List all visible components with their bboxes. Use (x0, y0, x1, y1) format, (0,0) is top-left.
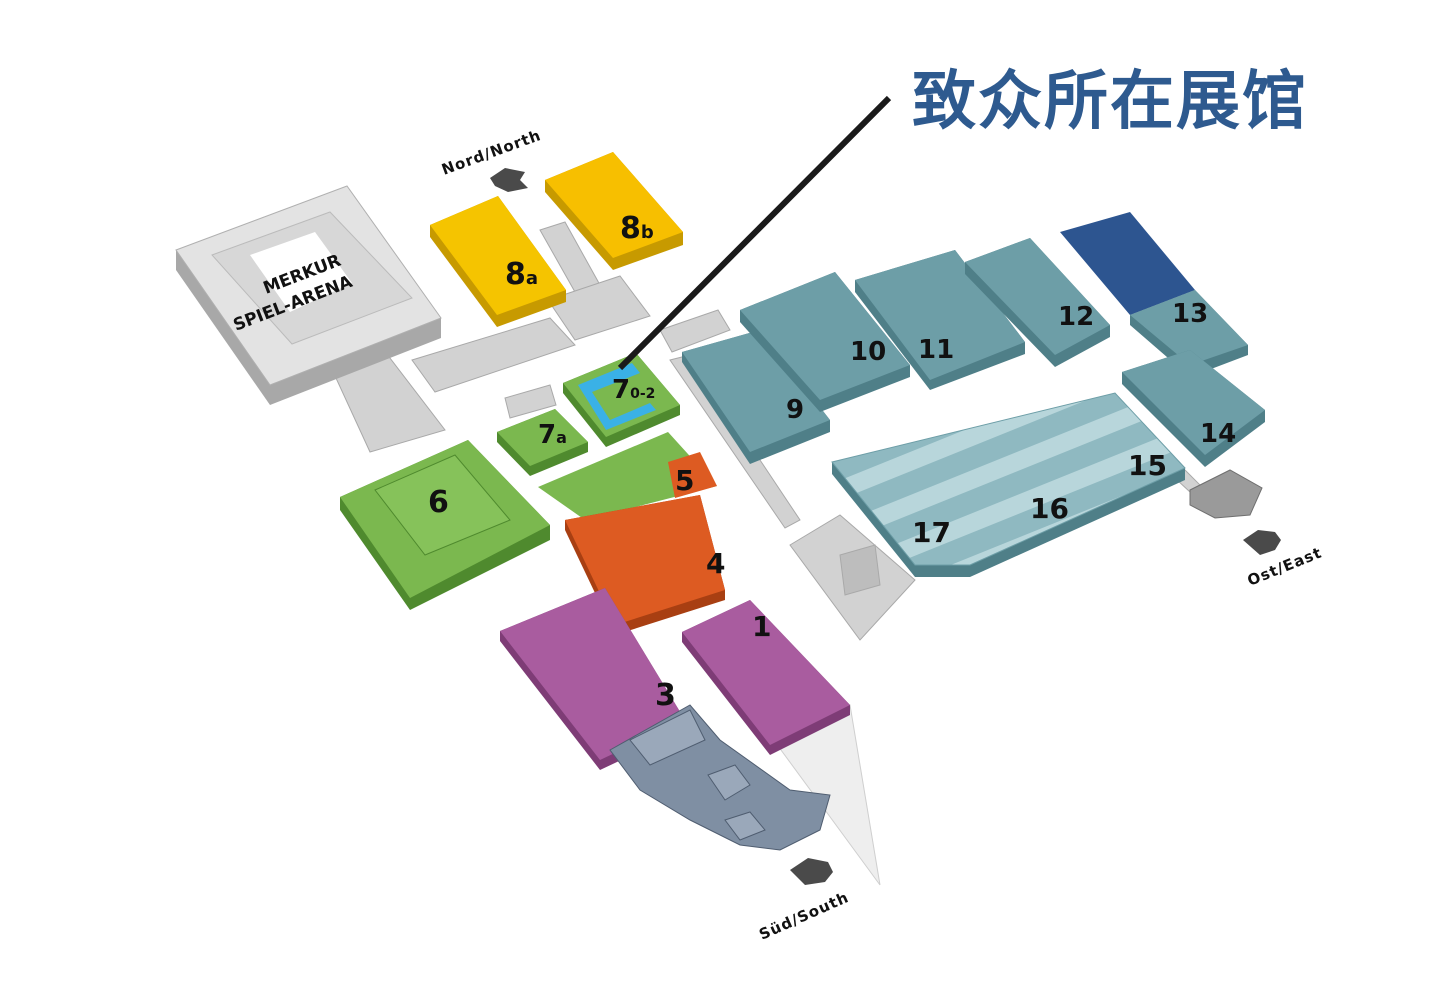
hall-10[interactable]: 10 (740, 272, 910, 412)
north-arrow-icon (490, 168, 528, 192)
svg-text:8b: 8b (620, 211, 654, 246)
hall-5-number: 5 (675, 464, 694, 497)
hall-8b-suffix: b (641, 222, 654, 243)
hall-5[interactable]: 5 (538, 432, 717, 520)
hall-7-suffix: 0-2 (630, 386, 655, 402)
hall-13[interactable]: 13 (1060, 212, 1248, 377)
hall-8a-suffix: a (526, 268, 538, 289)
hall-8a[interactable]: 8a (430, 196, 566, 327)
svg-text:7a: 7a (538, 420, 567, 450)
hall-15-number: 15 (1128, 449, 1167, 482)
hall-7a-number: 7 (538, 420, 556, 450)
east-arrow-icon (1243, 530, 1281, 555)
hall-13-number: 13 (1172, 299, 1208, 329)
hall-11-number: 11 (918, 335, 954, 365)
hall-8b-number: 8 (620, 211, 641, 246)
hall-14[interactable]: 14 (1122, 350, 1265, 467)
hall-9-number: 9 (786, 395, 804, 425)
map-title: 致众所在展馆 (912, 65, 1308, 139)
direction-south: Süd/South (756, 888, 851, 944)
hall-1[interactable]: 1 (682, 600, 850, 755)
merkur-spiel-arena[interactable]: MERKUR SPIEL-ARENA (175, 185, 442, 405)
hall-8a-number: 8 (505, 257, 526, 292)
halls-15-16-17[interactable]: 15 16 17 (831, 392, 1186, 577)
south-entrance-building (609, 704, 831, 851)
hall-1-number: 1 (752, 610, 771, 643)
hall-8b[interactable]: 8b (545, 152, 683, 270)
hall-7a[interactable]: 7a (497, 409, 588, 476)
hall-3-number: 3 (655, 678, 676, 713)
hall-17-number: 17 (912, 516, 951, 549)
hall-10-number: 10 (850, 337, 886, 367)
hall-6[interactable]: 6 (340, 440, 550, 610)
hall-12-number: 12 (1058, 302, 1094, 332)
hall-7-0-2[interactable]: 70-2 (563, 353, 680, 447)
svg-text:70-2: 70-2 (612, 375, 655, 405)
hall-9[interactable]: 9 (682, 330, 830, 464)
hall-14-number: 14 (1200, 419, 1236, 449)
hall-6-number: 6 (428, 485, 449, 520)
hall-16-number: 16 (1030, 492, 1069, 525)
pointer-line (617, 95, 892, 371)
hall-4-number: 4 (706, 547, 725, 580)
hall-7-number: 7 (612, 375, 630, 405)
direction-north: Nord/North (439, 126, 543, 179)
hall-12[interactable]: 12 (965, 238, 1110, 367)
south-arrow-icon (790, 858, 833, 885)
hall-7a-suffix: a (556, 428, 567, 447)
hall-3[interactable]: 3 (500, 588, 685, 770)
svg-text:8a: 8a (505, 257, 538, 292)
hall-11[interactable]: 11 (855, 250, 1025, 390)
